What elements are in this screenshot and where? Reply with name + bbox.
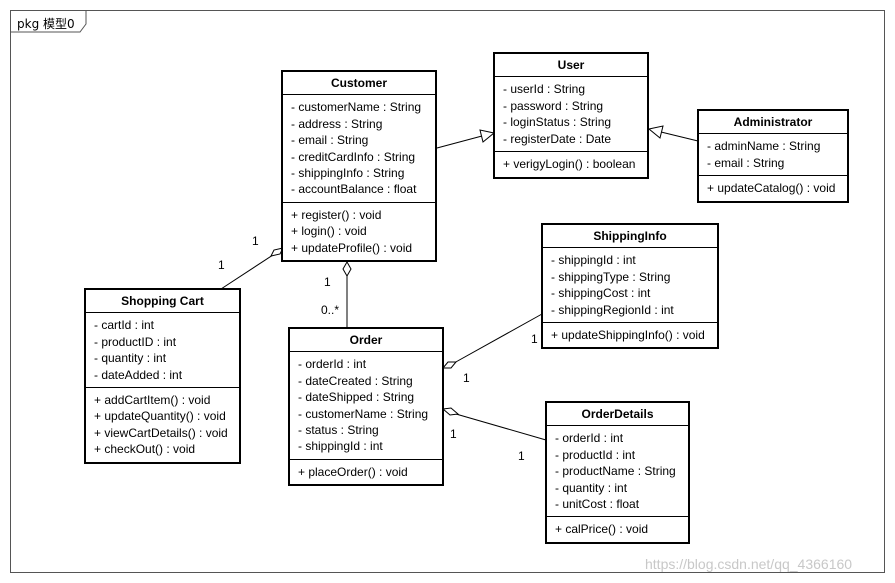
operation-row: + register() : void xyxy=(291,207,382,222)
attribute-row: - unitCost : float xyxy=(555,497,640,512)
class-name: ShippingInfo xyxy=(593,229,667,243)
class-customer[interactable]: Customer - customerName : String- address… xyxy=(281,70,437,262)
operations-compartment: + register() : void + login() : void+ upd… xyxy=(283,201,435,260)
attribute-row: - email : String xyxy=(291,133,369,148)
class-order[interactable]: Order - orderId : int- dateCreated : Stri… xyxy=(288,327,444,486)
class-name: OrderDetails xyxy=(581,407,654,421)
attribute-row: - shippingType : String xyxy=(551,269,671,284)
attribute-row: - quantity : int xyxy=(555,480,628,495)
class-name: Order xyxy=(349,333,383,347)
class-name: Customer xyxy=(330,76,387,90)
package-label: pkg 模型0 xyxy=(17,17,75,31)
attribute-row: - loginStatus : String xyxy=(503,115,612,130)
generalization-admin-user-line xyxy=(660,131,699,142)
operation-row: + placeOrder() : void xyxy=(298,464,408,479)
attributes-compartment: - customerName : String- address : Strin… xyxy=(283,94,435,201)
multiplicity-customer-order-customer-end: 1 xyxy=(324,275,331,289)
operation-row: + calPrice() : void xyxy=(555,522,649,537)
generalization-arrowhead-customer-user xyxy=(479,129,496,143)
generalization-customer-user-line xyxy=(436,135,483,149)
class-order-details[interactable]: OrderDetails - orderId : int- productId :… xyxy=(545,401,690,544)
attributes-compartment: - cartId : int- productID : int - quantit… xyxy=(86,312,239,387)
operation-row: + addCartItem() : void xyxy=(94,393,211,408)
operations-compartment: + updateCatalog() : void xyxy=(699,175,847,200)
attribute-row: - dateShipped : String xyxy=(298,390,415,405)
operation-row: + login() : void xyxy=(291,224,367,239)
operation-row: + checkOut() : void xyxy=(94,442,196,457)
multiplicity-order-shipping-shipping-end: 1 xyxy=(531,332,538,346)
package-frame xyxy=(10,10,885,573)
association-customer-cart-line xyxy=(220,252,277,290)
operation-row: + viewCartDetails() : void xyxy=(94,425,228,440)
attribute-row: - shippingCost : int xyxy=(551,286,651,301)
operation-row: + updateShippingInfo() : void xyxy=(551,328,705,343)
package-tab-outline xyxy=(10,10,87,33)
attribute-row: - productName : String xyxy=(555,464,676,479)
attribute-row: - customerName : String xyxy=(291,100,422,115)
operation-row: + updateProfile() : void xyxy=(291,240,413,255)
attributes-compartment: - userId : String- password : String - lo… xyxy=(495,76,647,151)
multiplicity-order-shipping-order-end: 1 xyxy=(463,371,470,385)
attribute-row: - email : String xyxy=(707,155,785,170)
aggregation-diamond-order-details xyxy=(441,407,460,416)
attribute-row: - quantity : int xyxy=(94,351,167,366)
multiplicity-order-details-order-end: 1 xyxy=(450,427,457,441)
aggregation-diamond-customer-order xyxy=(342,260,352,278)
attribute-row: - dateCreated : String xyxy=(298,373,413,388)
operations-compartment: + verigyLogin() : boolean xyxy=(495,151,647,176)
attribute-row: - customerName : String xyxy=(298,406,429,421)
class-name: Shopping Cart xyxy=(121,294,204,308)
aggregation-diamond-order-shipping xyxy=(441,361,458,369)
operations-compartment: + updateShippingInfo() : void xyxy=(543,322,717,347)
operations-compartment: + calPrice() : void xyxy=(547,516,688,541)
class-name: User xyxy=(557,58,585,72)
generalization-arrowhead-admin-user xyxy=(647,125,664,139)
attribute-row: - shippingInfo : String xyxy=(291,166,405,181)
attribute-row: - shippingRegionId : int xyxy=(551,302,674,317)
class-user[interactable]: User - userId : String- password : String… xyxy=(493,52,649,179)
attribute-row: - status : String xyxy=(298,423,379,438)
attributes-compartment: - orderId : int- productId : int - produc… xyxy=(547,425,688,516)
multiplicity-cart-customer-end: 1 xyxy=(252,234,259,248)
attribute-row: - adminName : String xyxy=(707,139,821,154)
attribute-row: - dateAdded : int xyxy=(94,367,183,382)
attribute-row: - creditCardInfo : String xyxy=(291,149,416,164)
attribute-row: - accountBalance : float xyxy=(291,182,417,197)
attributes-compartment: - orderId : int- dateCreated : String - d… xyxy=(290,351,442,458)
attribute-row: - shippingId : int xyxy=(298,439,383,454)
attribute-row: - registerDate : Date xyxy=(503,131,612,146)
operations-compartment: + addCartItem() : void+ updateQuantity()… xyxy=(86,387,239,462)
operations-compartment: + placeOrder() : void xyxy=(290,458,442,484)
attributes-compartment: - shippingId : int- shippingType : Strin… xyxy=(543,247,717,322)
attribute-row: - password : String xyxy=(503,98,604,113)
class-name: Administrator xyxy=(733,115,813,129)
attribute-row: - address : String xyxy=(291,116,383,131)
multiplicity-cart-cart-end: 1 xyxy=(218,258,225,272)
operation-row: + verigyLogin() : boolean xyxy=(503,157,636,172)
attribute-row: - shippingId : int xyxy=(551,253,636,268)
attributes-compartment: - adminName : String- email : String xyxy=(699,133,847,175)
operation-row: + updateQuantity() : void xyxy=(94,409,226,424)
attribute-row: - productId : int xyxy=(555,447,636,462)
attribute-row: - productID : int xyxy=(94,334,177,349)
association-order-shipping-line xyxy=(453,313,543,364)
multiplicity-order-details-details-end: 1 xyxy=(518,449,525,463)
attribute-row: - cartId : int xyxy=(94,318,155,333)
operation-row: + updateCatalog() : void xyxy=(707,181,836,196)
attribute-row: - orderId : int xyxy=(298,357,367,372)
watermark-text: https://blog.csdn.net/qq_4366160 xyxy=(645,556,853,572)
class-shopping-cart[interactable]: Shopping Cart - cartId : int- productID :… xyxy=(84,288,241,464)
attribute-row: - orderId : int xyxy=(555,431,624,446)
class-shipping-info[interactable]: ShippingInfo- shippingId : int- shipping… xyxy=(541,223,719,349)
attribute-row: - userId : String xyxy=(503,82,586,97)
association-order-details-line xyxy=(455,413,547,441)
class-administrator[interactable]: Administrator - adminName : String- email… xyxy=(697,109,849,203)
multiplicity-customer-order-order-end: 0..* xyxy=(321,303,340,317)
